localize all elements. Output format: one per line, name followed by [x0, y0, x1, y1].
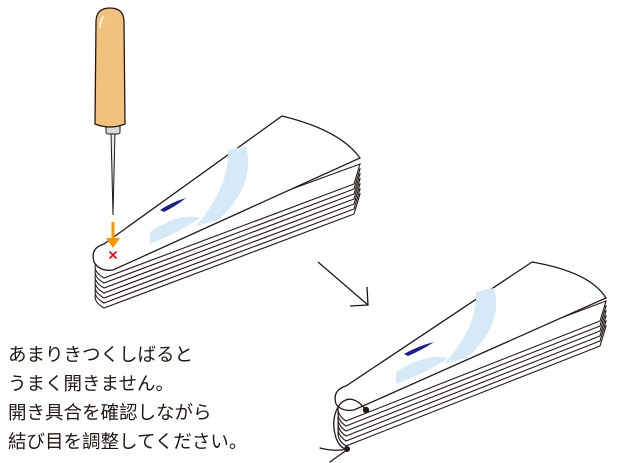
caption-line-1: あまりきつくしばると	[8, 345, 194, 366]
tied-blade-pattern-navy	[404, 342, 434, 356]
caption-line-4: 結び目を調整してください。	[8, 432, 248, 453]
tied-blade-pattern-light-blue-2	[396, 356, 448, 384]
next-step-arrow-icon	[317, 261, 369, 307]
blade-pattern-light-blue	[196, 146, 249, 226]
tied-blade-stack-layers	[337, 300, 607, 447]
awl-icon	[94, 7, 126, 216]
string-knot-icon	[319, 398, 367, 463]
blade-stack-layers	[94, 163, 361, 309]
caption-line-2: うまく開きません。	[8, 374, 174, 395]
blade-pattern-navy	[160, 198, 186, 212]
tied-blade-pattern-light-blue	[444, 288, 497, 364]
step1-punch-hole	[92, 7, 361, 309]
hole-mark-icon	[109, 251, 117, 259]
down-arrow-icon	[106, 222, 120, 248]
instruction-caption: あまりきつくしばると うまく開きません。 開き具合を確認しながら 結び目を調整し…	[8, 341, 288, 457]
blade-pattern-light-blue-2	[150, 216, 200, 244]
step2-tied-blades	[319, 261, 607, 463]
caption-line-3: 開き具合を確認しながら	[8, 403, 212, 424]
